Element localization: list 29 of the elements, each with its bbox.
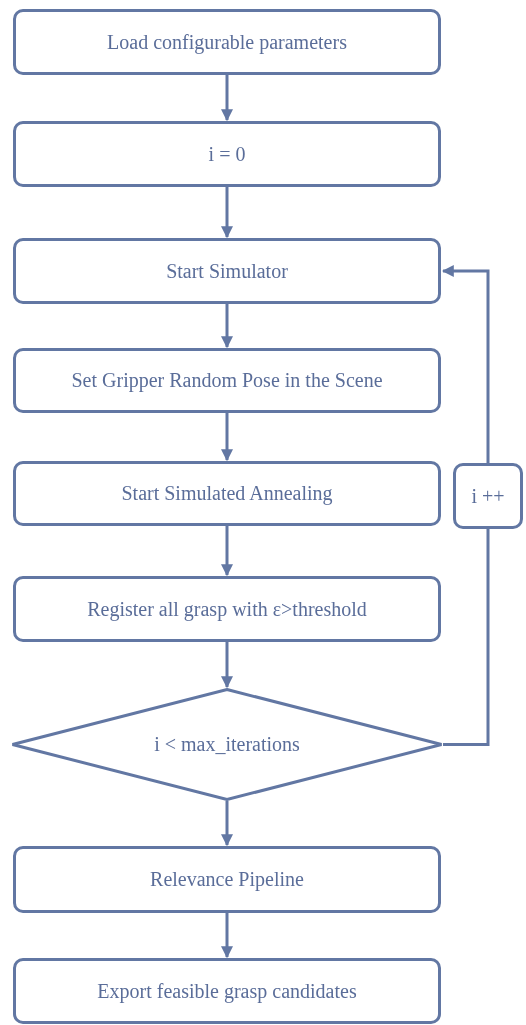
step-label: Export feasible grasp candidates [97,978,357,1004]
arrow [221,187,233,239]
arrow [221,913,233,959]
process-box [13,238,441,304]
process-box [13,348,441,413]
step-label: Register all grasp with ε>threshold [87,596,367,622]
arrow [221,642,233,689]
arrow [221,75,233,122]
arrow [441,265,490,463]
process-box [13,846,441,913]
process-box [13,121,441,187]
arrow [221,304,233,349]
step-label: i = 0 [208,141,246,167]
step-label: i ++ [471,483,505,509]
step-label: Load configurable parameters [107,29,347,55]
step-label: Set Gripper Random Pose in the Scene [71,368,383,393]
process-box [13,461,441,526]
process-box [13,9,441,75]
step-label: Start Simulator [166,258,288,284]
arrow [221,526,233,577]
step-label: i < max_iterations [154,732,300,757]
process-box [453,463,523,529]
decision-diamond [11,688,443,801]
process-box [13,576,441,642]
step-label: Relevance Pipeline [150,867,304,892]
arrow [221,801,233,847]
step-label: Start Simulated Annealing [121,481,333,506]
process-box [13,958,441,1024]
arrow [221,413,233,462]
